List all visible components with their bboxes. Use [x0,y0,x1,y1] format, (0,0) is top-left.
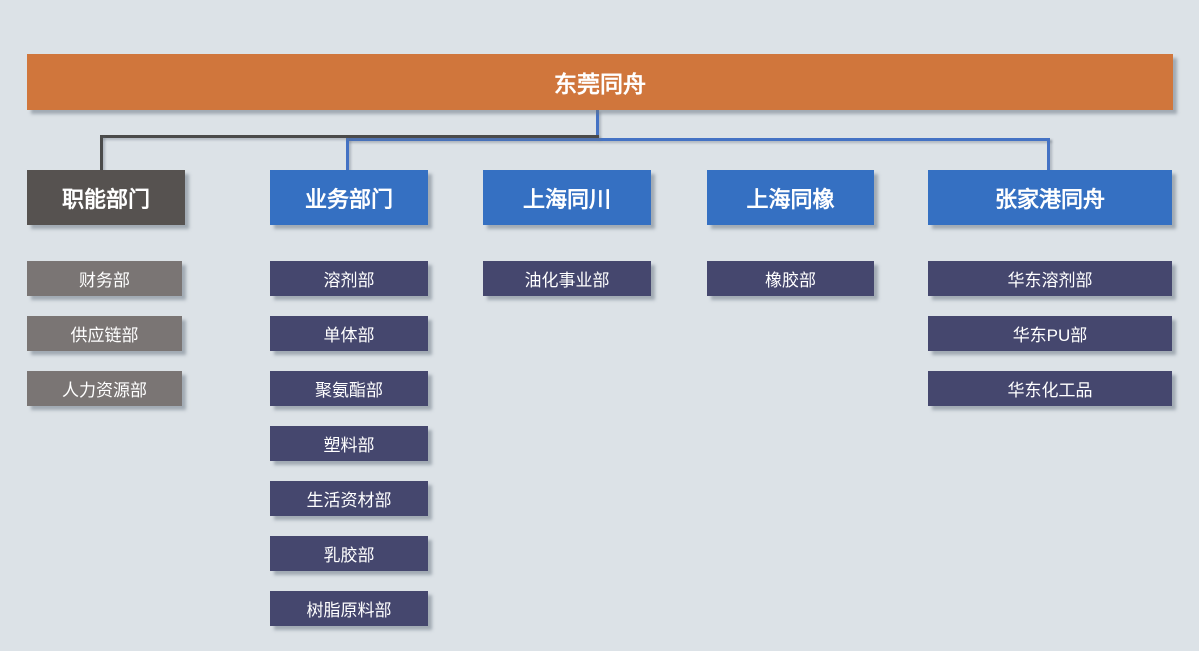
org-node-label: 聚氨酯部 [315,381,383,400]
org-node-root-label: 东莞同舟 [554,71,646,97]
org-node-business-depts: 业务部门 [270,170,428,225]
org-node-label: 张家港同舟 [994,186,1105,212]
org-node-label: 上海同橡 [746,186,835,212]
org-node-label: 油化事业部 [524,271,610,290]
org-node-label: 单体部 [323,326,375,345]
org-node-zhangjiagang-tongzhou: 张家港同舟 [928,170,1172,225]
org-node-child: 华东PU部 [928,316,1172,351]
org-node-root: 东莞同舟 [27,54,1173,110]
org-node-functional-depts: 职能部门 [27,170,185,225]
connector-blue-drop-business [346,138,349,171]
org-node-label: 华东溶剂部 [1007,271,1093,290]
org-node-label: 塑料部 [323,436,375,455]
org-node-label: 橡胶部 [765,271,816,290]
org-node-shanghai-tongxiang: 上海同橡 [707,170,874,225]
org-node-label: 乳胶部 [323,546,375,565]
connector-gray-drop-functional [100,135,103,171]
org-node-label: 职能部门 [61,186,150,212]
org-node-child: 华东化工品 [928,371,1172,406]
connector-root-stem [596,110,599,138]
org-node-child: 乳胶部 [270,536,428,571]
org-node-label: 上海同川 [522,186,611,212]
org-node-label: 华东PU部 [1012,326,1088,345]
org-node-child: 单体部 [270,316,428,351]
org-node-child: 财务部 [27,261,182,296]
connector-gray-horizontal [100,135,599,138]
org-node-label: 人力资源部 [62,381,147,400]
org-node-label: 华东化工品 [1007,381,1093,400]
org-node-label: 溶剂部 [323,271,375,290]
org-node-child: 聚氨酯部 [270,371,428,406]
org-node-label: 供应链部 [70,326,139,345]
org-node-child: 塑料部 [270,426,428,461]
org-node-label: 树脂原料部 [306,601,392,620]
org-node-shanghai-tongchuan: 上海同川 [483,170,651,225]
org-node-child: 生活资材部 [270,481,428,516]
org-node-child: 华东溶剂部 [928,261,1172,296]
connector-blue-horizontal [346,138,1050,141]
connector-blue-drop-zhangjiagang [1047,138,1050,171]
org-node-label: 业务部门 [304,186,393,212]
org-node-child: 人力资源部 [27,371,182,406]
org-node-child: 橡胶部 [707,261,874,296]
org-node-child: 溶剂部 [270,261,428,296]
org-node-child: 油化事业部 [483,261,651,296]
org-node-child: 供应链部 [27,316,182,351]
org-node-child: 树脂原料部 [270,591,428,626]
org-node-label: 生活资材部 [306,491,392,510]
org-node-label: 财务部 [79,271,130,290]
